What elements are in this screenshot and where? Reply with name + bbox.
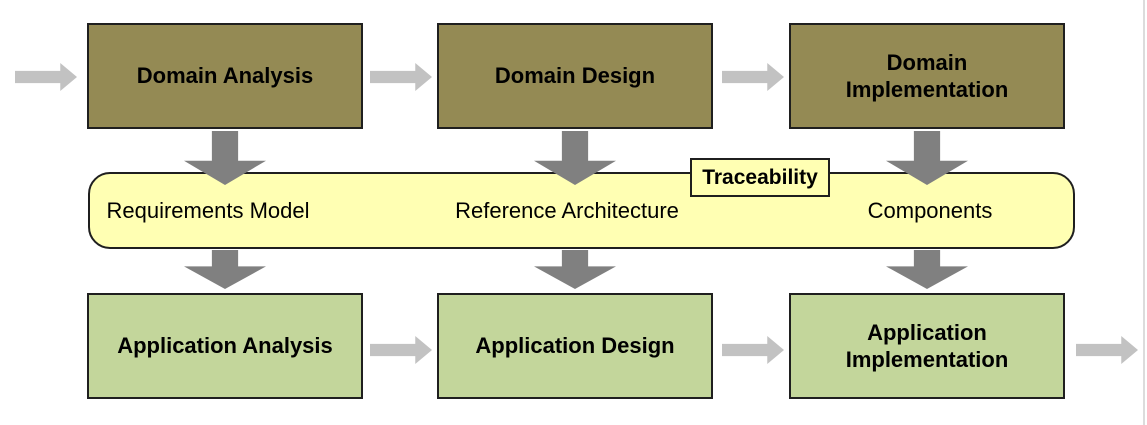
traceability-band bbox=[88, 172, 1075, 249]
box-domain-design-label: Domain Design bbox=[494, 63, 656, 89]
box-application-implementation-label: Application Implementation bbox=[845, 319, 1009, 373]
band-item-requirements-model-label: Requirements Model bbox=[106, 197, 310, 223]
arrow-down-icon bbox=[184, 250, 266, 289]
box-application-implementation: Application Implementation bbox=[789, 293, 1065, 399]
box-domain-analysis: Domain Analysis bbox=[87, 23, 363, 129]
arrow-right-icon bbox=[722, 336, 784, 364]
band-item-components-label: Components bbox=[867, 197, 993, 223]
arrow-right-icon bbox=[370, 336, 432, 364]
band-item-reference-architecture-label: Reference Architecture bbox=[455, 197, 679, 223]
band-item-reference-architecture: Reference Architecture bbox=[437, 172, 697, 249]
box-domain-implementation-label: Domain Implementation bbox=[845, 49, 1009, 103]
arrow-right-icon bbox=[15, 63, 77, 91]
traceability-tag: Traceability bbox=[690, 158, 830, 197]
box-domain-implementation: Domain Implementation bbox=[789, 23, 1065, 129]
traceability-tag-label: Traceability bbox=[702, 165, 818, 189]
arrow-right-icon bbox=[1076, 336, 1138, 364]
box-domain-design: Domain Design bbox=[437, 23, 713, 129]
band-item-components: Components bbox=[800, 172, 1060, 249]
box-application-analysis-label: Application Analysis bbox=[117, 333, 333, 359]
box-application-analysis: Application Analysis bbox=[87, 293, 363, 399]
arrow-right-icon bbox=[370, 63, 432, 91]
box-application-design-label: Application Design bbox=[475, 333, 675, 359]
page-edge-divider bbox=[1143, 0, 1145, 425]
arrow-down-icon bbox=[534, 250, 616, 289]
band-item-requirements-model: Requirements Model bbox=[78, 172, 338, 249]
box-domain-analysis-label: Domain Analysis bbox=[136, 63, 314, 89]
arrow-right-icon bbox=[722, 63, 784, 91]
arrow-down-icon bbox=[886, 250, 968, 289]
box-application-design: Application Design bbox=[437, 293, 713, 399]
